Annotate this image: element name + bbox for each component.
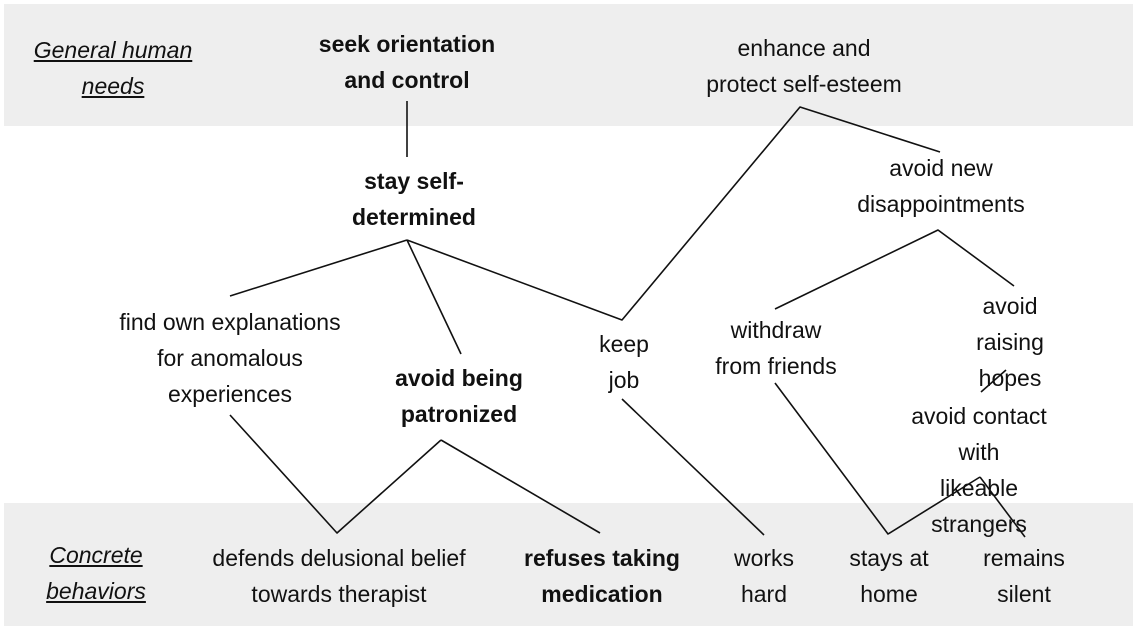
node-stay-self-determined: stay self- determined: [352, 168, 476, 230]
node-defends-delusional-belief: defends delusional belief towards therap…: [212, 545, 466, 607]
node-works-hard: works hard: [733, 545, 795, 607]
node-stays-at-home: stays at home: [849, 545, 929, 607]
node-seek-orientation: seek orientation and control: [318, 31, 496, 93]
node-withdraw-from-friends: withdraw from friends: [715, 317, 837, 379]
node-avoid-new-disappointments: avoid new disappointments: [857, 155, 1025, 217]
node-find-own-explanations: find own explanations for anomalous expe…: [119, 309, 341, 407]
edge-stay-keepjob-esteem-disappointments: [406, 106, 941, 321]
node-refuses-medication: refuses taking medication: [524, 545, 680, 607]
node-keep-job: keep job: [599, 331, 649, 393]
edge-stay-to-find-own: [229, 239, 408, 297]
edge-hopes-to-contact: [980, 369, 1007, 393]
edge-disappointments-to-withdraw-and-hopes: [774, 229, 1015, 310]
node-avoid-raising-hopes: avoid raising hopes: [976, 293, 1044, 391]
edge-find-own-to-defends-to-patronized: [229, 414, 442, 534]
node-enhance-self-esteem: enhance and protect self-esteem: [706, 35, 902, 97]
concrete-behaviors-label: Concrete behaviors: [46, 542, 146, 604]
edge-patronized-to-refuses: [440, 439, 601, 534]
edge-contact-to-silent: [979, 476, 1026, 538]
edge-withdraw-to-stays-to-contact: [774, 382, 981, 535]
edge-stay-to-patronized: [406, 239, 462, 355]
node-remains-silent: remains silent: [983, 545, 1065, 607]
general-human-needs-label: General human needs: [33, 37, 193, 99]
general-needs-band: [4, 4, 1133, 126]
concrete-behaviors-band: [4, 503, 1133, 626]
node-avoid-contact-strangers: avoid contact with likeable strangers: [911, 403, 1047, 537]
node-avoid-being-patronized: avoid being patronized: [395, 365, 523, 427]
edge-keepjob-to-works: [621, 398, 765, 536]
